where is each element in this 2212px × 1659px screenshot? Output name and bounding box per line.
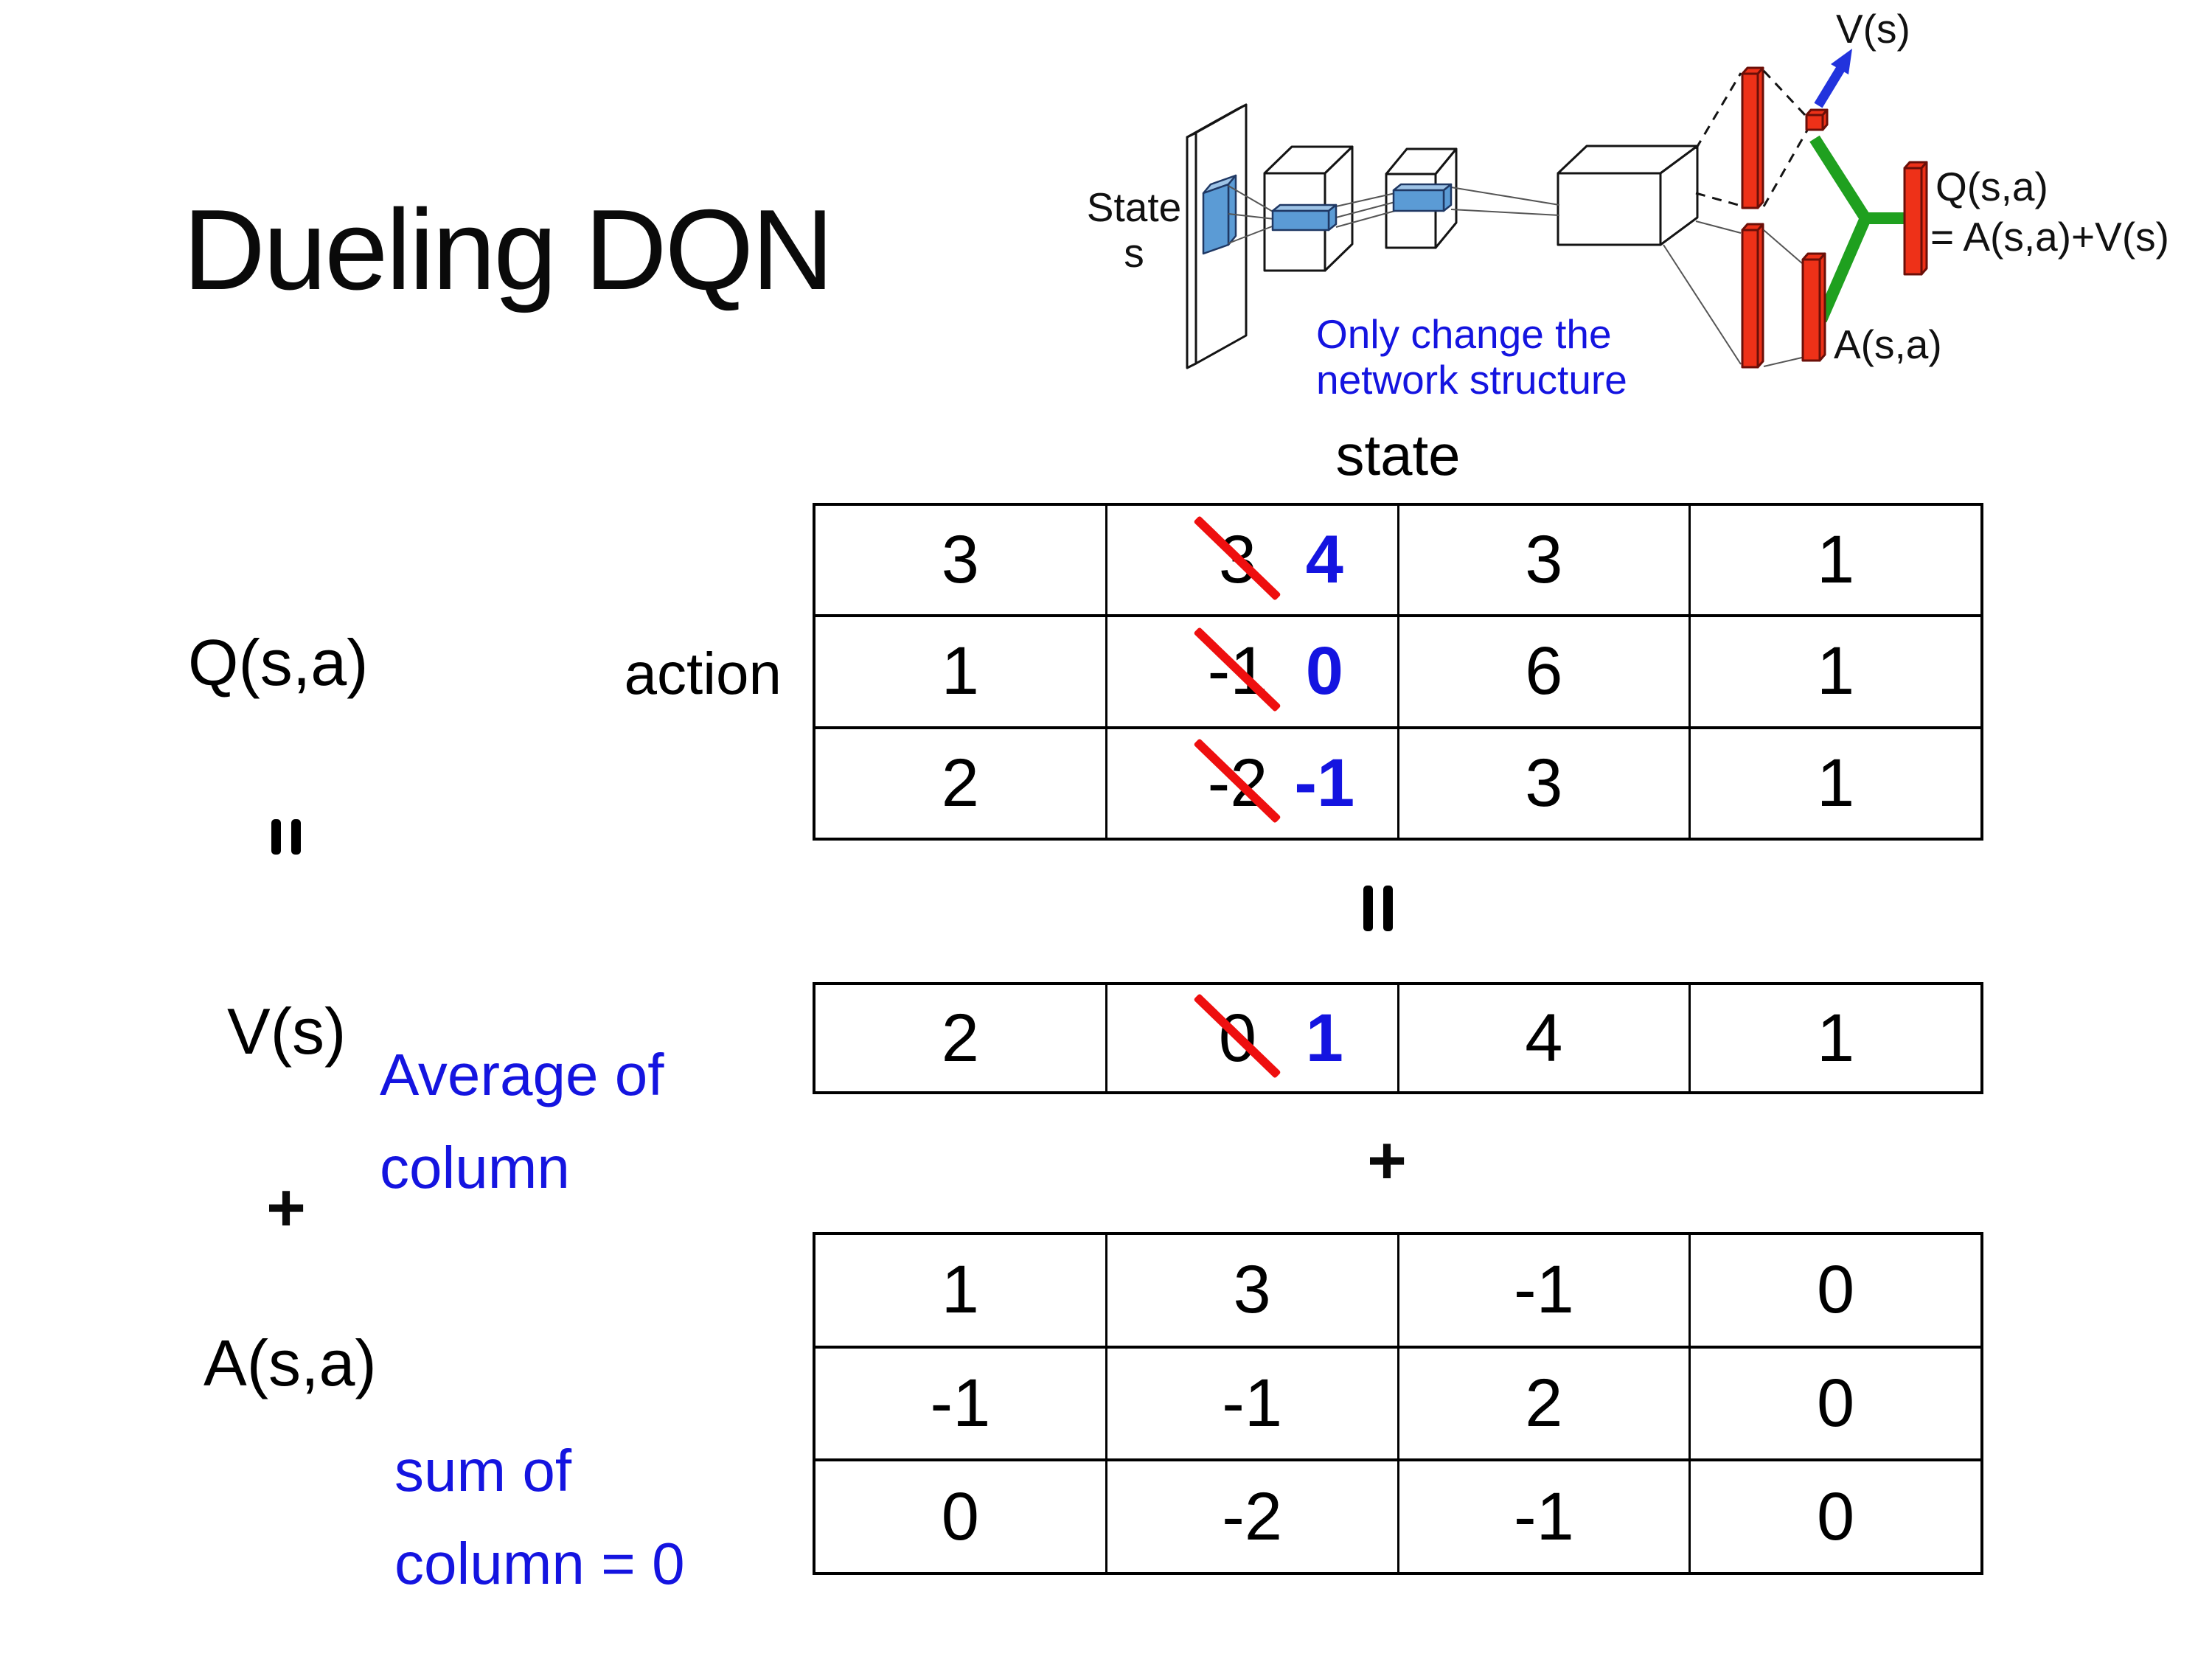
diagram-note-line1: Only change the (1316, 311, 1612, 357)
a-equation-label: A(s,a) (204, 1326, 377, 1399)
q-table-cell-r1c3: 3 (1399, 506, 1691, 615)
q-table-row-1: 3343 1 (815, 506, 1980, 618)
q-new-value: -1 (1294, 745, 1355, 821)
q-table-cell-r2c1: 1 (815, 617, 1107, 726)
feature-bar-1 (1271, 204, 1338, 232)
feature-bar-2 (1392, 183, 1453, 212)
q-table-cell-r2c4: 1 (1817, 633, 1855, 709)
sum-note-line1: sum of (394, 1438, 572, 1503)
a-table-cell-r2c4: 0 (1817, 1366, 1855, 1441)
q-table-cell-r1c2: 34 (1107, 506, 1399, 615)
a-table-cell-r2c2: -1 (1107, 1348, 1399, 1459)
conv-filter-icon (1202, 174, 1237, 255)
diagram-note-line2: network structure (1316, 357, 1627, 403)
conv-box-3 (1557, 145, 1699, 246)
sum-of-column-note: sum of column = 0 (394, 1425, 685, 1610)
diagram-a-output-label: A(s,a) (1834, 321, 1942, 367)
q-table-cell-r1c1: 3 (815, 506, 1107, 615)
a-table-cell-r1c4: 0 (1817, 1252, 1855, 1328)
average-note-line2: column (380, 1135, 570, 1200)
dueling-network-diagram: V(s) State s Only change the network str… (1087, 6, 2169, 403)
q-table-cell-r3c3: 3 (1399, 728, 1691, 838)
q-table-cell-r3c2: -2-1 (1107, 728, 1399, 838)
sum-note-line2: column = 0 (394, 1531, 685, 1596)
q-table-cell-r3c4: 1 (1817, 745, 1855, 821)
a-table-cell-r1c3: -1 (1399, 1235, 1691, 1346)
diagram-state-label: State (1087, 184, 1181, 230)
a-table-cell-r3c1: 0 (815, 1461, 1107, 1573)
q-output-bar (1903, 161, 1928, 276)
q-new-value: 0 (1305, 633, 1343, 709)
fc-bar-value-stream (1741, 66, 1764, 209)
a-table-cell-r2c1: -1 (815, 1348, 1107, 1459)
equals-sign-rotated-left (271, 819, 301, 855)
equals-sign-rotated-center (1363, 886, 1393, 931)
state-axis-label: state (1335, 422, 1461, 487)
v-table-cell-r1c1: 2 (815, 985, 1107, 1091)
v-table: 20141 (813, 982, 1983, 1094)
output-fan-lines (1762, 69, 1809, 367)
average-note-line1: Average of (380, 1042, 664, 1107)
a-table-cell-r3c2: -2 (1107, 1461, 1399, 1573)
q-table-cell-r2c3: 6 (1399, 617, 1691, 726)
v-equation-label: V(s) (227, 995, 347, 1068)
average-of-column-note: Average of column (380, 1029, 664, 1214)
page-title: Dueling DQN (183, 186, 834, 313)
action-axis-label: action (624, 641, 782, 706)
conv-fan-lines (1228, 185, 1560, 244)
a-table-cell-r1c1: 1 (815, 1235, 1107, 1346)
q-equation-label: Q(s,a) (188, 626, 369, 699)
v-new-value: 1 (1305, 1000, 1343, 1076)
v-table-row-1: 20141 (815, 985, 1980, 1091)
q-new-value: 4 (1305, 522, 1343, 598)
v-table-cell-r1c3: 4 (1399, 985, 1691, 1091)
diagram-state-s-label: s (1124, 230, 1144, 276)
value-node (1805, 108, 1829, 131)
q-table-cell-r3c1: 2 (815, 728, 1107, 838)
diagram-q-output-label-line1: Q(s,a) (1935, 164, 2048, 209)
v-table-cell-r1c2: 01 (1107, 985, 1399, 1091)
value-arrow-icon (1814, 49, 1852, 108)
q-table-cell-r2c2: -10 (1107, 617, 1399, 726)
a-table-cell-r1c2: 3 (1107, 1235, 1399, 1346)
a-table-cell-r2c3: 2 (1399, 1348, 1691, 1459)
fc-bar-advantage-stream (1741, 223, 1764, 369)
q-table-cell-r1c4: 1 (1817, 522, 1855, 598)
merge-lines (1809, 135, 1907, 323)
q-table-row-3: 2-2-13 1 (815, 728, 1980, 838)
v-table-cell-r1c4: 1 (1817, 1000, 1855, 1076)
diagram-v-output-label: V(s) (1836, 6, 1910, 52)
a-table-cell-r3c4: 0 (1817, 1478, 1855, 1554)
plus-sign-center: + (1367, 1122, 1407, 1198)
advantage-bar (1801, 252, 1826, 362)
plus-sign-left: + (266, 1169, 306, 1245)
diagram-q-output-label-line2: = A(s,a)+V(s) (1930, 214, 2169, 260)
stream-fan-lines (1663, 72, 1742, 365)
a-table-cell-r3c3: -1 (1399, 1461, 1691, 1573)
